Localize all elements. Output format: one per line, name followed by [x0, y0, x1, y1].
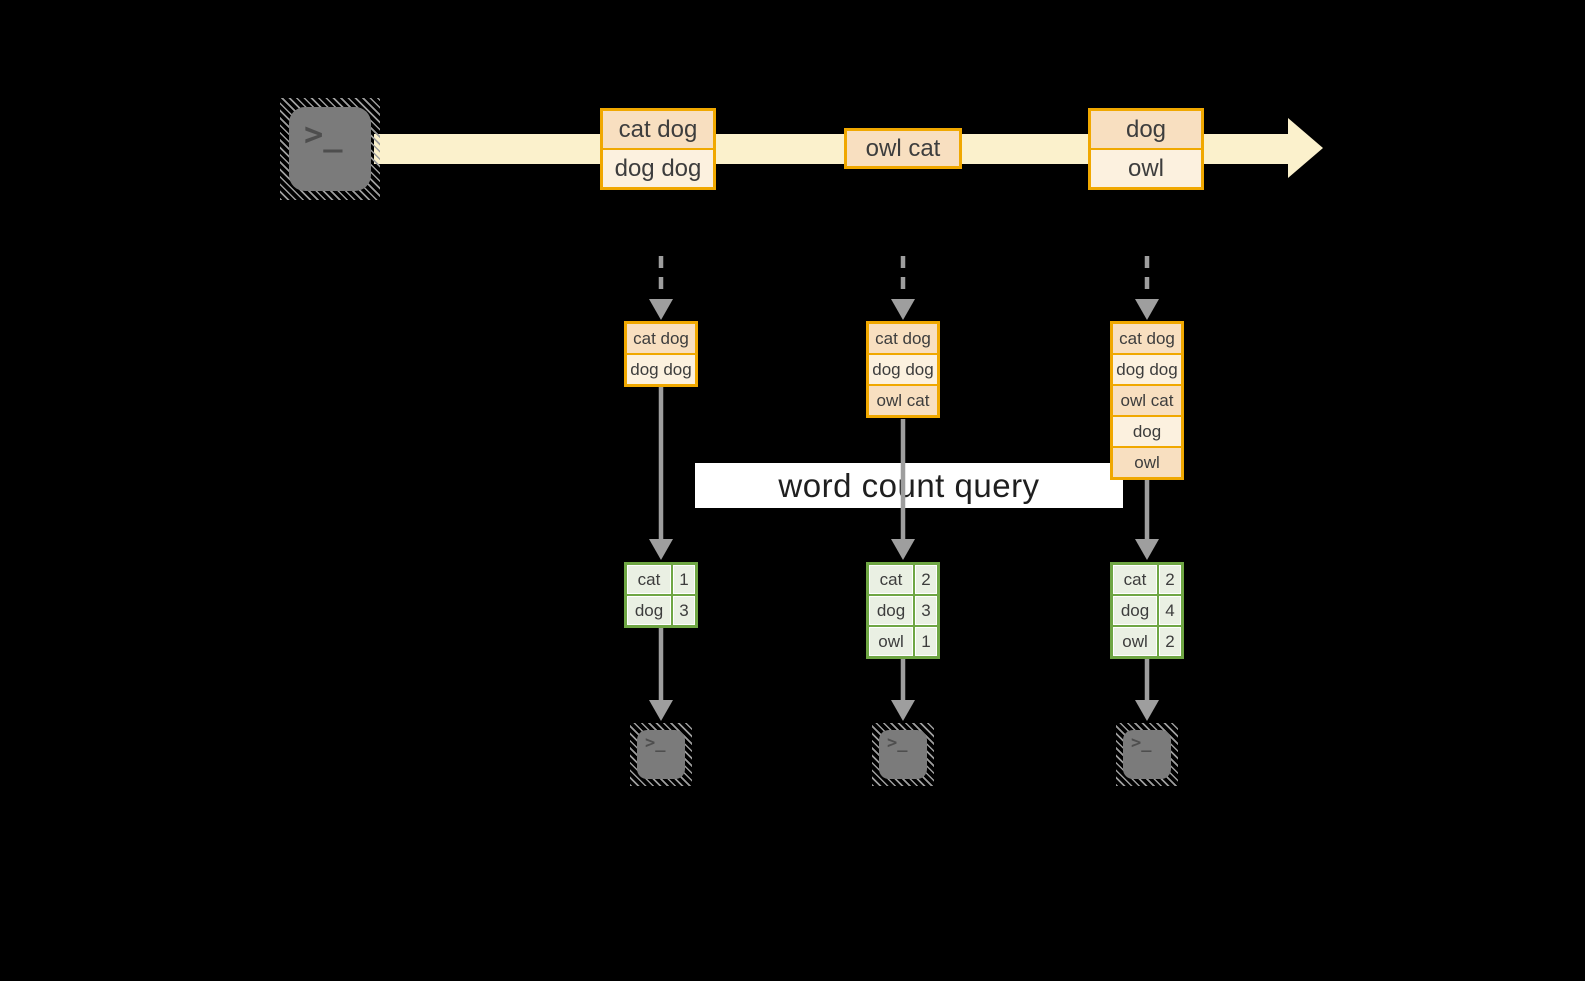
buffer-line: dog dog [627, 353, 695, 384]
buffer-line: owl cat [1113, 384, 1181, 415]
table-row: dog 4 [1113, 596, 1181, 625]
query-banner-label: word count query [778, 466, 1040, 504]
word-cell: dog [1113, 596, 1157, 625]
table-row: owl 2 [1113, 627, 1181, 656]
arrowhead-icon [649, 539, 673, 560]
word-cell: cat [1113, 565, 1157, 594]
buffer-line: dog dog [1113, 353, 1181, 384]
stream-line: dog [1091, 111, 1201, 148]
arrowhead-icon [891, 539, 915, 560]
count-cell: 1 [673, 565, 695, 594]
table-row: cat 2 [869, 565, 937, 594]
count-cell: 2 [1159, 627, 1181, 656]
stream-line: owl cat [847, 131, 959, 166]
query-banner: word count query [695, 463, 1123, 508]
buffer-line: cat dog [869, 324, 937, 353]
arrowhead-icon [649, 700, 673, 721]
table-row: owl 1 [869, 627, 937, 656]
table-row: dog 3 [869, 596, 937, 625]
terminal-prompt-glyph: >_ [645, 733, 666, 753]
sink-terminal-icon-3: >_ [1116, 723, 1178, 786]
terminal-screen: >_ [289, 107, 371, 191]
worker-buffer-2: cat dog dog dog owl cat [866, 321, 940, 418]
word-cell: cat [627, 565, 671, 594]
count-table-1: cat 1 dog 3 [624, 562, 698, 628]
sink-terminal-icon-1: >_ [630, 723, 692, 786]
stream-batch-3: dog owl [1088, 108, 1204, 190]
terminal-prompt-glyph: >_ [1131, 733, 1152, 753]
buffer-line: cat dog [627, 324, 695, 353]
count-cell: 4 [1159, 596, 1181, 625]
buffer-line: dog [1113, 415, 1181, 446]
count-cell: 3 [673, 596, 695, 625]
source-terminal-icon: >_ [280, 98, 380, 200]
stream-batch-2: owl cat [844, 128, 962, 169]
word-cell: dog [869, 596, 913, 625]
arrowhead-icon [1135, 299, 1159, 320]
word-cell: owl [1113, 627, 1157, 656]
arrowhead-icon [1135, 539, 1159, 560]
count-cell: 2 [1159, 565, 1181, 594]
stream-line: owl [1091, 148, 1201, 187]
terminal-screen: >_ [1123, 730, 1171, 779]
word-cell: dog [627, 596, 671, 625]
count-cell: 1 [915, 627, 937, 656]
sink-terminal-icon-2: >_ [872, 723, 934, 786]
buffer-line: dog dog [869, 353, 937, 384]
count-cell: 2 [915, 565, 937, 594]
word-cell: cat [869, 565, 913, 594]
arrowhead-icon [649, 299, 673, 320]
count-table-2: cat 2 dog 3 owl 1 [866, 562, 940, 659]
buffer-line: owl cat [869, 384, 937, 415]
stream-line: cat dog [603, 111, 713, 148]
table-row: cat 2 [1113, 565, 1181, 594]
stream-line: dog dog [603, 148, 713, 187]
count-table-3: cat 2 dog 4 owl 2 [1110, 562, 1184, 659]
terminal-prompt-glyph: >_ [887, 733, 908, 753]
word-cell: owl [869, 627, 913, 656]
arrowhead-icon [891, 299, 915, 320]
table-row: dog 3 [627, 596, 695, 625]
stream-arrowhead-icon [1288, 118, 1323, 178]
terminal-prompt-glyph: >_ [304, 115, 343, 153]
terminal-screen: >_ [879, 730, 927, 779]
arrowhead-icon [1135, 700, 1159, 721]
worker-buffer-1: cat dog dog dog [624, 321, 698, 387]
stream-batch-1: cat dog dog dog [600, 108, 716, 190]
buffer-line: cat dog [1113, 324, 1181, 353]
buffer-line: owl [1113, 446, 1181, 477]
count-cell: 3 [915, 596, 937, 625]
table-row: cat 1 [627, 565, 695, 594]
arrowhead-icon [891, 700, 915, 721]
terminal-screen: >_ [637, 730, 685, 779]
worker-buffer-3: cat dog dog dog owl cat dog owl [1110, 321, 1184, 480]
